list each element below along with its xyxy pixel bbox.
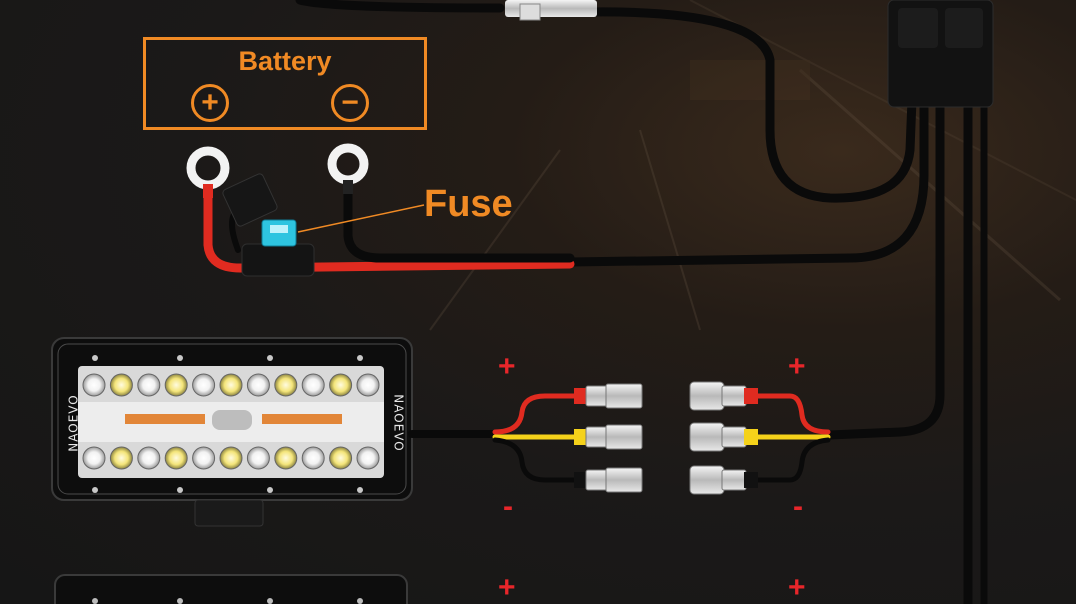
screw [267, 355, 273, 361]
led-lamp [274, 446, 298, 470]
led-lamp [137, 446, 161, 470]
led-lamp [109, 373, 133, 397]
minus-sign-female: - [793, 490, 803, 523]
led-lamp [356, 373, 380, 397]
battery-box: Battery + − [143, 37, 427, 130]
screw [177, 355, 183, 361]
plus-sign-female-bottom: + [788, 571, 806, 604]
led-lamp [164, 446, 188, 470]
led-lamp [82, 373, 106, 397]
plus-sign-female-top: + [788, 350, 806, 383]
fuse-label: Fuse [424, 183, 513, 225]
led-lamp [219, 373, 243, 397]
harness-wires [295, 0, 988, 604]
led-lamp [219, 446, 243, 470]
screw [357, 487, 363, 493]
male-spade-connectors [574, 383, 643, 493]
led-light-bar-2 [54, 574, 408, 604]
led-lamp [329, 373, 353, 397]
led-lamp [356, 446, 380, 470]
led-lamp [192, 446, 216, 470]
brand-label-right: NAOEVO [391, 394, 406, 452]
fuse-pointer-line [297, 204, 425, 233]
led-lamp [274, 373, 298, 397]
minus-sign-male: - [503, 490, 513, 523]
plus-sign-male-bottom: + [498, 571, 516, 604]
battery-label: Battery [238, 46, 332, 76]
screw [357, 355, 363, 361]
positive-ring-terminal [186, 146, 230, 198]
led-lamp [329, 446, 353, 470]
led-lamp [192, 373, 216, 397]
brand-label-left: NAOEVO [66, 394, 81, 452]
top-connector [505, 0, 597, 21]
led-lamp [246, 373, 270, 397]
led-light-bar [51, 337, 413, 527]
screw [92, 355, 98, 361]
led-lamp [301, 446, 325, 470]
positive-terminal-icon: + [191, 84, 229, 122]
plus-sign-male-top: + [498, 350, 516, 383]
screw [92, 487, 98, 493]
screw [267, 487, 273, 493]
negative-ring-terminal [327, 143, 369, 194]
negative-terminal-icon: − [331, 84, 369, 122]
fuse-holder [222, 173, 315, 277]
female-spade-connectors [689, 381, 758, 495]
led-lamp [164, 373, 188, 397]
led-lamp [137, 373, 161, 397]
relay-box [887, 0, 994, 108]
led-lamp [301, 373, 325, 397]
led-lamp [82, 446, 106, 470]
led-lamp [246, 446, 270, 470]
led-lamp [109, 446, 133, 470]
light-bar-pigtail [408, 393, 831, 483]
screw [177, 487, 183, 493]
